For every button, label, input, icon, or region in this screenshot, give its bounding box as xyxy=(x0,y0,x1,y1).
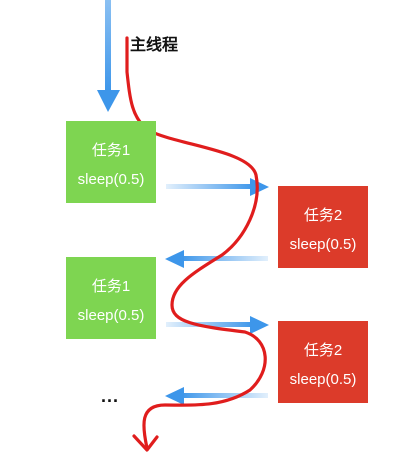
task-box-2: 任务2 sleep(0.5) xyxy=(278,186,368,268)
task-name: 任务1 xyxy=(91,277,131,295)
task-box-3: 任务1 sleep(0.5) xyxy=(66,257,156,339)
arrow-right-1 xyxy=(166,178,269,196)
arrow-left-1 xyxy=(165,250,268,268)
task-call: sleep(0.5) xyxy=(77,170,145,188)
continuation-ellipsis: ... xyxy=(101,386,120,406)
arrow-right-2 xyxy=(166,316,269,334)
main-thread-arrowhead xyxy=(132,434,159,452)
task-name: 任务1 xyxy=(91,141,131,159)
task-call: sleep(0.5) xyxy=(289,235,357,253)
task-box-1: 任务1 sleep(0.5) xyxy=(66,121,156,203)
main-thread-line xyxy=(125,36,267,450)
task-call: sleep(0.5) xyxy=(77,306,145,324)
main-thread-label: 主线程 xyxy=(130,37,179,54)
task-name: 任务2 xyxy=(303,341,343,359)
task-name: 任务2 xyxy=(303,206,343,224)
task-box-4: 任务2 sleep(0.5) xyxy=(278,321,368,403)
entry-arrow xyxy=(97,0,120,112)
task-call: sleep(0.5) xyxy=(289,370,357,388)
arrow-left-2 xyxy=(165,387,268,405)
